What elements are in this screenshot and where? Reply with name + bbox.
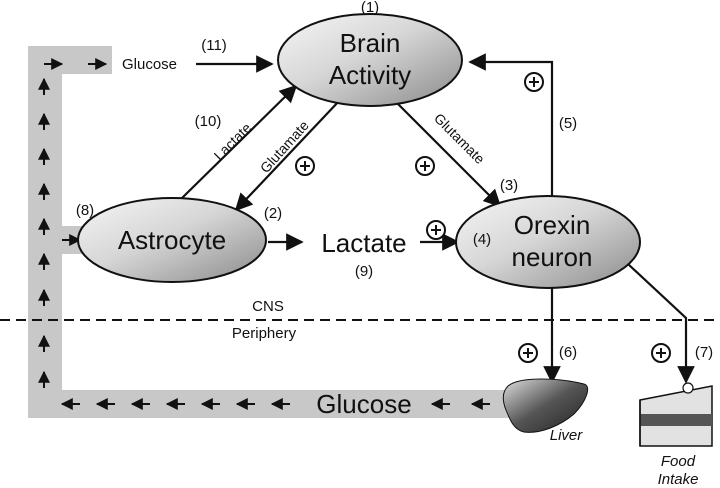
orexin-label-line2: neuron: [512, 242, 593, 272]
node-astrocyte: Astrocyte (2): [77, 197, 282, 283]
glucose-bottom-label: Glucose: [316, 389, 411, 419]
orexin-number: (4): [473, 231, 491, 248]
liver-label: Liver: [550, 427, 584, 444]
number-10: (10): [195, 113, 222, 130]
pathway-arrows: [181, 53, 695, 384]
number-6: (6): [559, 344, 577, 361]
food-label-line1: Food: [661, 453, 696, 470]
brain-label-line2: Activity: [329, 60, 411, 90]
astrocyte-label: Astrocyte: [118, 225, 226, 255]
number-7: (7): [695, 344, 713, 361]
brain-number: (1): [361, 0, 379, 16]
brain-label-line1: Brain: [340, 28, 401, 58]
glucose-top-label: Glucose: [122, 56, 177, 73]
plus-icon: [651, 343, 671, 363]
number-11: (11): [201, 37, 227, 54]
astrocyte-number: (2): [264, 205, 282, 222]
node-brain-activity: Brain Activity (1): [277, 0, 463, 107]
cns-label: CNS: [252, 298, 284, 315]
orexin-label-line1: Orexin: [514, 210, 591, 240]
plus-icon: [295, 156, 315, 176]
glutamate-right-label: Glutamate: [431, 110, 488, 167]
number-5: (5): [559, 115, 577, 132]
lactate-mid-label: Lactate: [321, 228, 406, 258]
plus-icon: [524, 72, 544, 92]
number-3: (3): [500, 177, 518, 194]
cake-icon: [639, 382, 713, 447]
periphery-label: Periphery: [232, 325, 297, 342]
number-9: (9): [355, 263, 373, 280]
plus-icon: [518, 343, 538, 363]
liver-icon: [502, 378, 589, 433]
band-arrows: [38, 58, 490, 410]
food-label-line2: Intake: [658, 471, 699, 488]
plus-symbols: [295, 72, 671, 363]
number-8: (8): [76, 202, 94, 219]
node-orexin-neuron: Orexin neuron (4): [455, 195, 641, 289]
plus-icon: [426, 220, 446, 240]
plus-icon: [415, 156, 435, 176]
